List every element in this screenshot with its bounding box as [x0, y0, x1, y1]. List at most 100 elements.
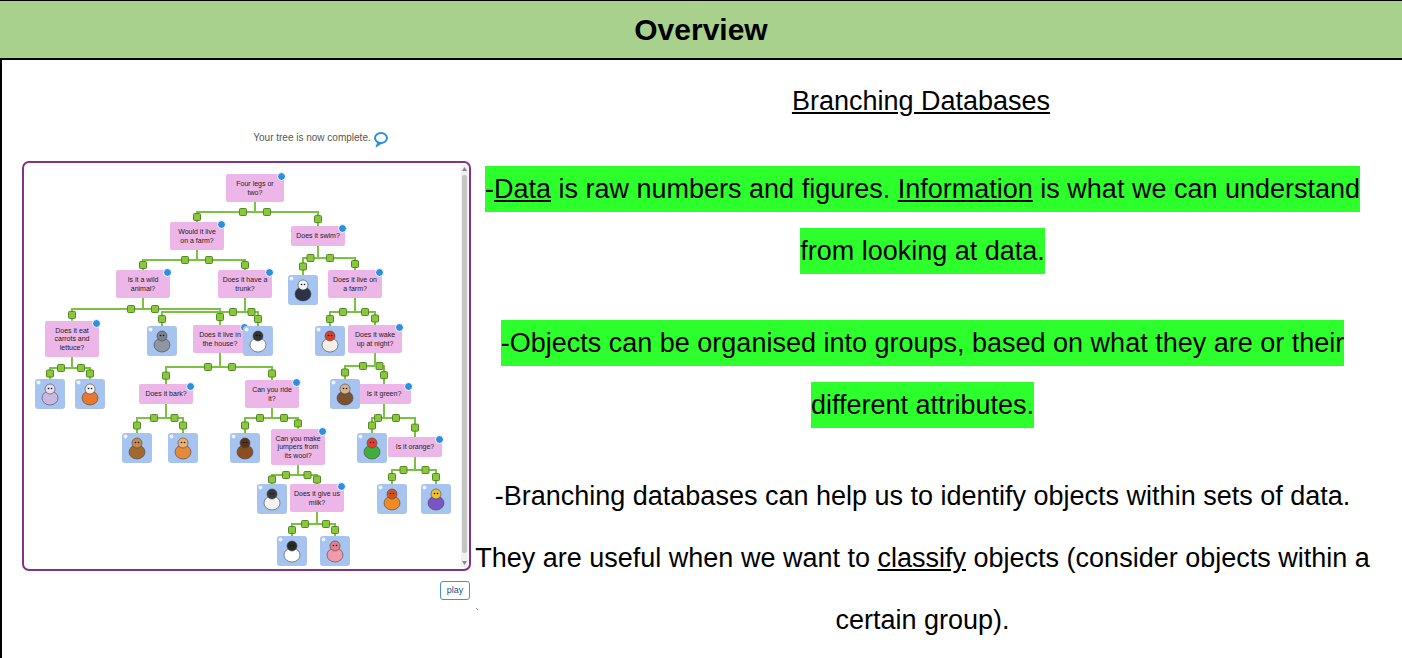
branch-marker: [47, 370, 54, 377]
corner-mark: [322, 538, 326, 542]
animal-eye: [256, 335, 258, 337]
animal-drawing: [122, 433, 152, 463]
section-heading: Branching Databases: [792, 86, 1050, 117]
animal-drawing: [243, 326, 273, 356]
animal-eye: [163, 335, 165, 337]
branch-marker: [302, 521, 309, 528]
animal-drawing: [288, 275, 318, 305]
info-dot: [337, 482, 346, 491]
corner-mark: [379, 486, 383, 490]
corner-mark: [359, 435, 363, 439]
highlighted-text: -: [485, 166, 494, 212]
animal-drawing: [35, 379, 65, 409]
animal-picture: [357, 433, 387, 463]
question-box: Four legs or two?: [226, 174, 284, 202]
animal-picture: [230, 433, 260, 463]
info-dot: [318, 427, 327, 436]
info-dot: [265, 268, 274, 277]
scrollbar-thumb: [462, 175, 467, 553]
animal-head: [45, 384, 55, 394]
corner-mark: [245, 328, 249, 332]
animal-eye: [328, 335, 330, 337]
question-box: Does it give us milk?: [290, 484, 344, 512]
branch-marker: [140, 262, 147, 269]
animal-eye: [273, 493, 275, 495]
text-paragraph: -Objects can be organised into groups, b…: [470, 312, 1375, 436]
status-text: Your tree is now complete.: [253, 132, 370, 143]
corner-mark: [423, 486, 427, 490]
animal-drawing: [320, 536, 350, 566]
animal-drawing: [257, 484, 287, 514]
header-title: Overview: [634, 13, 767, 46]
animal-head: [85, 384, 95, 394]
branch-line: [143, 250, 197, 270]
frame-line: [0, 60, 2, 658]
question-text: Does it swim?: [295, 232, 341, 241]
corner-mark: [37, 381, 41, 385]
branch-marker: [217, 314, 224, 321]
corner-mark: [332, 381, 336, 385]
animal-eye: [301, 284, 303, 286]
question-text: Is it green?: [361, 390, 407, 399]
branch-marker: [283, 472, 290, 479]
branch-marker: [269, 370, 276, 377]
question-box: Does it live on a farm?: [328, 270, 382, 298]
header-band: Overview: [0, 0, 1402, 60]
animal-drawing: [357, 433, 387, 463]
resize-mark: [476, 608, 478, 610]
branch-marker: [281, 415, 288, 422]
branch-line: [384, 404, 415, 438]
animal-eye: [184, 442, 186, 444]
branch-line: [345, 353, 375, 379]
animal-picture: [243, 326, 273, 356]
branch-marker: [128, 306, 135, 313]
question-box: Can you make jumpers from its wool?: [271, 429, 325, 466]
scroll-arrow: [462, 167, 467, 171]
scroll-arrow: [462, 561, 467, 565]
button-label: play: [446, 585, 464, 596]
animal-eye: [336, 545, 338, 547]
branch-marker: [323, 521, 330, 528]
question-text: Can you ride it?: [249, 386, 295, 403]
animal-eye: [304, 284, 306, 286]
animal-eye: [51, 388, 53, 390]
branch-marker: [182, 257, 189, 264]
animal-eye: [346, 388, 348, 390]
branch-marker: [78, 365, 85, 372]
question-text: Is it orange?: [392, 443, 438, 452]
branch-line: [137, 404, 166, 433]
question-box: Does it wake up at night?: [348, 325, 402, 353]
question-text: Does it eat carrots and lettuce?: [49, 327, 95, 353]
play-button: play: [440, 581, 470, 600]
branch-marker: [242, 422, 249, 429]
animal-head: [387, 489, 397, 499]
branch-line: [303, 246, 318, 275]
animal-eye: [343, 388, 345, 390]
question-box: Is it green?: [357, 384, 411, 404]
branch-marker: [381, 372, 388, 379]
branch-marker: [433, 474, 440, 481]
animal-eye: [88, 388, 90, 390]
branch-marker: [332, 527, 339, 534]
branch-marker: [372, 315, 379, 322]
corner-mark: [77, 381, 81, 385]
branch-marker: [369, 422, 376, 429]
animal-picture: [320, 536, 350, 566]
animal-head: [157, 331, 167, 341]
corner-mark: [232, 435, 236, 439]
text-paragraph: -Datais raw numbers and figures.Informat…: [470, 158, 1375, 282]
branch-marker: [159, 316, 166, 323]
animal-head: [287, 541, 297, 551]
question-text: Does it wake up at night?: [352, 331, 398, 348]
question-box: Does it swim?: [291, 226, 345, 246]
branch-marker: [69, 311, 76, 318]
animal-drawing: [75, 379, 105, 409]
keyword-text: classify: [878, 543, 967, 573]
animal-eye: [270, 493, 272, 495]
animal-eye: [138, 442, 140, 444]
animal-picture: [377, 484, 407, 514]
branch-marker: [295, 420, 302, 427]
branch-marker: [314, 476, 321, 483]
branch-marker: [163, 372, 170, 379]
animal-drawing: [147, 326, 177, 356]
